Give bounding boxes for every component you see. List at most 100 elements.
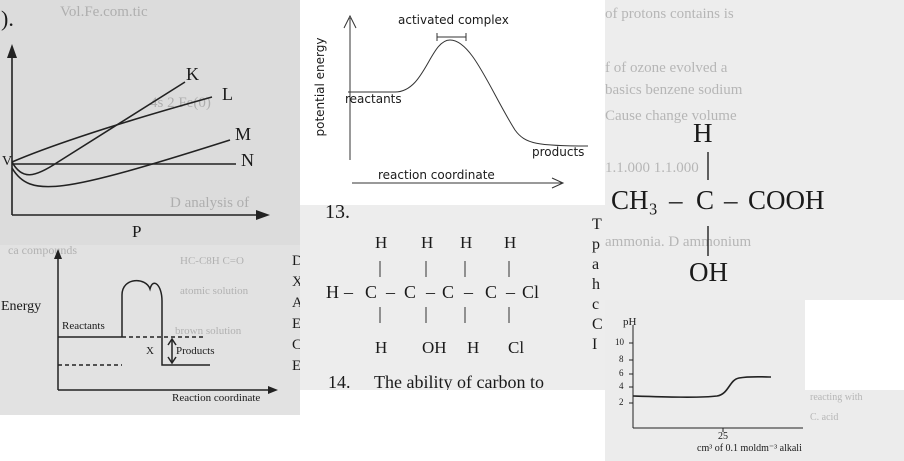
curve-label-l: L — [222, 84, 233, 104]
energy-diagram-svg — [54, 249, 278, 394]
energy-curve — [348, 39, 589, 147]
side-letter: X — [292, 274, 300, 290]
chain-carbon: C — [365, 282, 378, 302]
fragment-text: ). — [1, 6, 14, 31]
left-h: H — [326, 282, 339, 302]
products-label: Products — [176, 345, 215, 357]
energy-profile-panel: activated complex potential energy react… — [300, 0, 605, 205]
profile-y-arrow — [343, 14, 357, 29]
side-fragment: C — [592, 316, 603, 333]
curve-l — [11, 96, 213, 163]
energy-y-label: Energy — [1, 299, 42, 314]
ph-y-label: pH — [623, 316, 637, 328]
ph-curve — [632, 375, 772, 398]
background-scan-text: atomic solution — [180, 285, 249, 297]
bond-dash: – — [426, 282, 435, 302]
top-h: H — [504, 233, 517, 252]
ch3-group: CH₃ — [611, 185, 658, 215]
background-scan-text: Cause change volume — [605, 108, 737, 124]
cooh-group: COOH — [748, 185, 825, 215]
reaction-coordinate-profile-label: reaction coordinate — [378, 168, 495, 182]
structure-1-panel: 13. H H H H H – C – C – C – C – Cl H OH … — [300, 205, 605, 390]
side-fragment: p — [592, 236, 600, 253]
side-letter: A — [292, 295, 300, 311]
bond-dash: – — [344, 282, 353, 302]
background-scan-text: Vol.Fe.com.tic — [60, 4, 148, 20]
bottom-substituent: H — [467, 338, 480, 357]
side-fragment: c — [592, 296, 600, 313]
white-patch — [805, 300, 904, 390]
next-question-number: 14. — [328, 372, 351, 390]
structure-2-panel: of protons contains is f of ozone evolve… — [605, 0, 904, 300]
graph-klmn-panel: Vol.Fe.com.tic 4s 2 Fe(0) D analysis of … — [0, 0, 300, 245]
potential-energy-label: potential energy — [313, 37, 327, 137]
bond-dash: – — [669, 185, 683, 215]
chain-carbon: C — [485, 282, 498, 302]
bond-dash: – — [386, 282, 395, 302]
background-scan-text: basics benzene sodium — [605, 82, 743, 98]
bottom-substituent: OH — [422, 338, 447, 357]
bottom-substituent: H — [375, 338, 388, 357]
background-scan-text: HC-C8H C=O — [180, 255, 244, 267]
structure-1-bonds — [379, 261, 510, 323]
curve-m — [11, 139, 231, 188]
background-scan-text: ammonia. D ammonium — [605, 234, 752, 250]
end-group: Cl — [522, 282, 540, 302]
activated-complex-label: activated complex — [398, 13, 509, 27]
side-fragment: I — [592, 336, 598, 353]
curve-label-k: K — [186, 64, 199, 84]
energy-y-arrow — [54, 249, 62, 259]
bond-dash: – — [464, 282, 473, 302]
background-scan-text: f of ozone evolved a — [605, 60, 728, 76]
structure-2-bonds — [707, 152, 709, 256]
next-question-text: The ability of carbon to — [374, 372, 544, 390]
ph-y-tick-label: 10 — [615, 337, 624, 347]
side-letters: D X A E C E — [292, 251, 300, 377]
side-letter: E — [292, 316, 300, 332]
background-scan-text: of protons contains is — [605, 6, 734, 22]
ph-curve-panel: reacting with C. acid pH 10 8 6 4 2 25 c… — [605, 300, 904, 461]
ph-x-tick-label: 25 — [718, 431, 728, 442]
reactants-label: Reactants — [62, 320, 105, 332]
top-h: H — [460, 233, 473, 252]
side-fragments: T p a h c C I — [592, 215, 605, 355]
oh-group: OH — [689, 257, 728, 287]
curve-label-m: M — [235, 124, 252, 144]
products-profile-label: products — [532, 145, 585, 159]
ph-y-tick-label: 8 — [619, 354, 624, 364]
side-letter: E — [292, 358, 300, 374]
x-axis-arrow — [256, 210, 270, 220]
background-scan-text: D analysis of — [170, 195, 250, 211]
ph-y-tick-label: 4 — [619, 381, 624, 391]
central-carbon: C — [696, 185, 715, 215]
curve-k — [11, 81, 186, 176]
delta-arrow-top — [167, 337, 177, 346]
ph-y-tick-label: 2 — [619, 397, 624, 407]
bottom-substituent: Cl — [508, 338, 525, 357]
background-scan-text: reacting with — [810, 392, 863, 403]
graph-klmn-svg — [7, 44, 270, 220]
question-number: 13. — [325, 205, 350, 223]
reaction-coordinate-label: Reaction coordinate — [172, 392, 261, 404]
top-h: H — [421, 233, 434, 252]
ph-curve-svg — [629, 325, 803, 432]
background-scan-text: 4s 2 Fe(0) — [150, 95, 211, 111]
side-fragment: T — [592, 216, 602, 233]
background-scan-text: C. acid — [810, 412, 839, 423]
energy-profile-svg — [343, 14, 589, 189]
background-scan-text: brown solution — [175, 325, 242, 337]
reactants-profile-label: reactants — [345, 92, 402, 106]
ph-x-axis-label: cm³ of 0.1 moldm⁻³ alkali — [697, 443, 802, 454]
y-axis-arrow — [7, 44, 17, 58]
top-h-2: H — [693, 118, 713, 148]
delta-arrow-bottom — [167, 356, 177, 365]
bond-dash: – — [724, 185, 738, 215]
side-fragment: a — [592, 256, 600, 273]
side-letter: C — [292, 337, 300, 353]
background-scan-text: 1.1.000 1.1.000 — [605, 160, 699, 176]
bond-dash: – — [506, 282, 515, 302]
energy-hump — [121, 280, 210, 366]
profile-x-arrow — [551, 177, 565, 189]
x-axis-label: P — [132, 222, 142, 241]
side-fragment: h — [592, 276, 600, 293]
